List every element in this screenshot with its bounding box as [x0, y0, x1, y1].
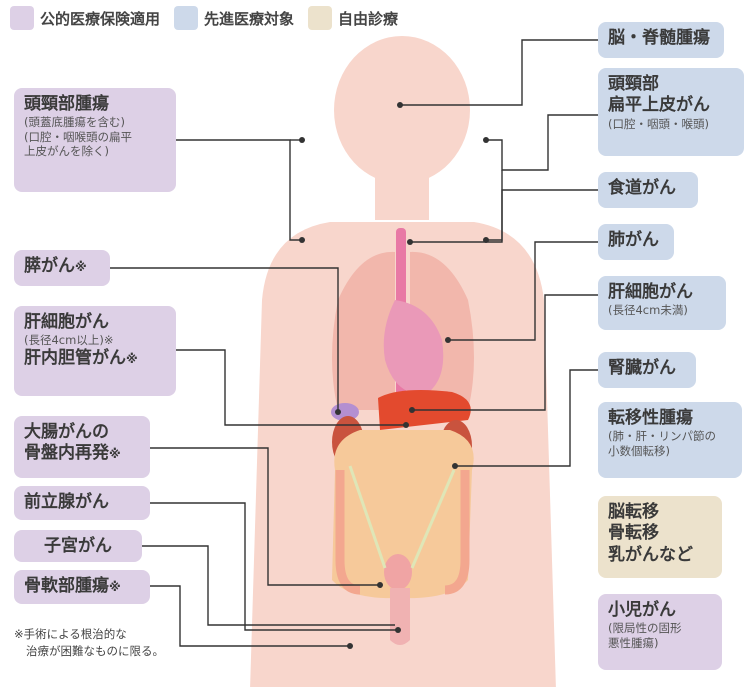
connector-lines [110, 39, 598, 647]
box-colon-main1: 大腸がんの [24, 422, 109, 442]
box-head-neck-sub3: 上皮がんを除く) [24, 144, 109, 158]
box-hcc-right: 肝細胞がん (長径4cm未満) [598, 276, 726, 330]
heart-shape [383, 300, 444, 395]
legend-swatch-free [308, 6, 333, 30]
box-free-main3: 乳がんなど [608, 544, 693, 565]
box-head-neck-squamous: 頭頸部 扁平上皮がん (口腔・咽頭・喉頭) [598, 68, 744, 156]
footnote-line1: ※手術による根治的な [14, 627, 127, 641]
box-uterus-label: 子宮がん [44, 536, 112, 556]
box-pancreas-label: 膵がん※ [24, 256, 87, 276]
asterisk-mark: ※ [103, 333, 114, 348]
footnote: ※手術による根治的な 治療が困難なものに限る。 [14, 626, 164, 659]
asterisk-mark: ※ [126, 351, 138, 366]
box-head-neck-main: 頭頸部腫瘍 [24, 94, 109, 114]
box-hns-sub: (口腔・咽頭・喉頭) [608, 116, 709, 131]
legend-item-free: 自由診療 [308, 6, 398, 30]
box-hns-main1: 頭頸部 [608, 74, 659, 94]
box-kidney-label: 腎臓がん [608, 358, 676, 378]
box-bone-label: 骨軟部腫瘍※ [24, 576, 121, 596]
box-uterus: 子宮がん [14, 530, 142, 562]
legend-label-free: 自由診療 [338, 9, 399, 28]
legend-item-public: 公的医療保険適用 [10, 6, 160, 30]
box-metastatic: 転移性腫瘍 (肺・肝・リンパ節の 小数個転移) [598, 402, 742, 478]
box-lung: 肺がん [598, 224, 674, 260]
asterisk-mark: ※ [109, 580, 121, 594]
box-ped-main: 小児がん [608, 600, 676, 620]
footnote-line2: 治療が困難なものに限る。 [26, 643, 164, 658]
box-ped-sub1: (限局性の固形 [608, 621, 682, 636]
box-esophagus: 食道がん [598, 172, 698, 208]
rectum-shape [390, 588, 410, 645]
box-head-neck-sub2: (口腔・咽喉頭の扁平 [24, 129, 132, 144]
box-meta-sub2: 小数個転移) [608, 443, 670, 458]
box-kidney: 腎臓がん [598, 352, 696, 388]
box-prostate-label: 前立腺がん [24, 492, 109, 512]
box-meta-sub1: (肺・肝・リンパ節の [608, 429, 716, 444]
box-prostate: 前立腺がん [14, 486, 150, 520]
legend: 公的医療保険適用 先進医療対象 自由診療 [10, 6, 412, 30]
box-free-main2: 骨転移 [608, 523, 659, 544]
box-bone: 骨軟部腫瘍※ [14, 570, 150, 604]
asterisk-mark: ※ [109, 447, 121, 462]
box-hcc-sub: (長径4cm未満) [608, 303, 688, 318]
box-pancreas: 膵がん※ [14, 250, 110, 286]
box-liver-main1: 肝細胞がん [24, 312, 109, 332]
box-lung-label: 肺がん [608, 230, 659, 250]
asterisk-mark: ※ [75, 260, 87, 274]
box-free-main1: 脳転移 [608, 502, 659, 522]
box-head-neck-tumor: 頭頸部腫瘍 (頭蓋底腫瘍を含む) (口腔・咽喉頭の扁平 上皮がんを除く) [14, 88, 176, 192]
box-head-neck-sub1: (頭蓋底腫瘍を含む) [24, 115, 125, 130]
box-brain-spine: 脳・脊髄腫瘍 [598, 22, 724, 58]
box-hns-main2: 扁平上皮がん [608, 95, 710, 116]
box-liver-sub: (長径4cm以上)※ [24, 333, 114, 348]
colon-shape [335, 470, 361, 595]
box-free-treatment: 脳転移 骨転移 乳がんなど [598, 496, 722, 578]
box-liver-left: 肝細胞がん (長径4cm以上)※ 肝内胆管がん※ [14, 306, 176, 396]
box-ped-sub2: 悪性腫瘍) [608, 635, 659, 650]
legend-item-advanced: 先進医療対象 [174, 6, 294, 30]
box-brain-label: 脳・脊髄腫瘍 [608, 28, 710, 48]
legend-label-advanced: 先進医療対象 [204, 9, 295, 28]
legend-swatch-public [10, 6, 34, 30]
box-colon: 大腸がんの 骨盤内再発※ [14, 416, 150, 478]
legend-swatch-advanced [174, 6, 199, 30]
legend-label-public: 公的医療保険適用 [40, 9, 161, 28]
box-colon-main2: 骨盤内再発※ [24, 443, 121, 464]
box-meta-main: 転移性腫瘍 [608, 408, 693, 428]
box-liver-main2: 肝内胆管がん※ [24, 347, 138, 368]
box-hcc-main: 肝細胞がん [608, 282, 693, 302]
uterus-shape [384, 554, 412, 590]
box-pediatric: 小児がん (限局性の固形 悪性腫瘍) [598, 594, 722, 670]
box-esophagus-label: 食道がん [608, 178, 676, 198]
intestines-shape [332, 430, 474, 599]
